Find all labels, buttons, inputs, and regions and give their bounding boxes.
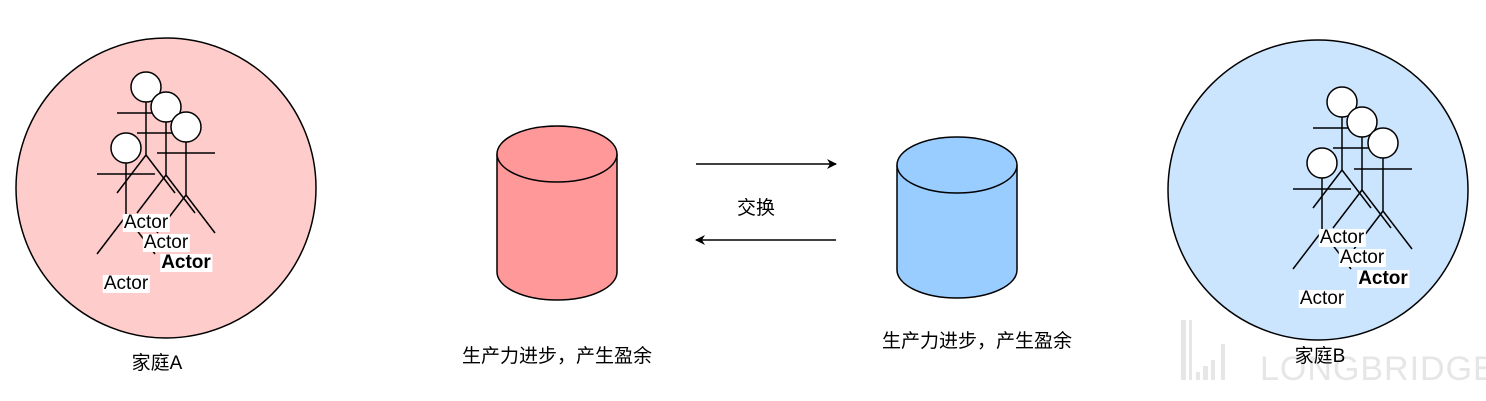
actor-leg: [145, 154, 176, 194]
actor-figure[interactable]: [1353, 127, 1413, 250]
surplus-b-cylinder[interactable]: [896, 136, 1018, 299]
actor-leg: [1292, 230, 1323, 270]
family-a-circle[interactable]: [15, 37, 317, 339]
actor-label-background: [102, 275, 150, 293]
exchange-label: 交换: [737, 197, 775, 219]
actor-label: Actor: [161, 252, 211, 273]
actor-label: Actor: [1300, 288, 1345, 309]
actor-head: [170, 111, 202, 143]
actor-leg: [165, 174, 196, 214]
actor-figure[interactable]: [116, 71, 176, 194]
actor-label: Actor: [104, 273, 149, 294]
actor-leg: [1332, 189, 1363, 229]
actor-head: [130, 71, 162, 103]
actor-label: Actor: [1340, 247, 1385, 268]
actor-figure[interactable]: [96, 132, 156, 255]
actor-leg: [1382, 210, 1413, 250]
actor-head: [150, 91, 182, 123]
actor-leg: [1341, 169, 1372, 209]
longbridge-watermark: LONGBRIDGE: [1181, 320, 1486, 388]
actor-label: Actor: [1358, 268, 1408, 289]
surplus-a-label: 生产力进步，产生盈余: [462, 345, 652, 367]
actor-label-background: [160, 254, 213, 272]
actor-figure[interactable]: [1332, 106, 1392, 229]
actor-head: [110, 132, 142, 164]
family-a-label: 家庭A: [132, 352, 183, 374]
actor-leg: [136, 174, 167, 214]
actor-head: [1306, 147, 1338, 179]
family-b-circle[interactable]: [1167, 39, 1469, 341]
actor-head: [1346, 106, 1378, 138]
longbridge-logo-icon: [1181, 320, 1225, 380]
actor-figure[interactable]: [1292, 147, 1352, 270]
watermark-text: LONGBRIDGE: [1260, 350, 1486, 388]
actor-label: Actor: [1320, 227, 1365, 248]
actor-label-background: [1298, 290, 1346, 308]
actor-label-background: [1357, 270, 1410, 288]
surplus-b-label: 生产力进步，产生盈余: [882, 330, 1072, 352]
actor-head: [1326, 86, 1358, 118]
actor-label: Actor: [124, 212, 169, 233]
family-b-label: 家庭B: [1295, 345, 1346, 367]
actor-label-background: [142, 234, 190, 252]
actor-figure[interactable]: [1312, 86, 1372, 209]
actor-label-background: [122, 214, 170, 232]
actor-label-background: [1338, 249, 1386, 267]
actor-label: Actor: [144, 232, 189, 253]
actor-label-background: [1318, 229, 1366, 247]
actor-leg: [185, 194, 216, 234]
actor-leg: [1361, 189, 1392, 229]
actor-leg: [96, 215, 127, 255]
surplus-a-cylinder[interactable]: [496, 125, 618, 301]
actor-head: [1367, 127, 1399, 159]
